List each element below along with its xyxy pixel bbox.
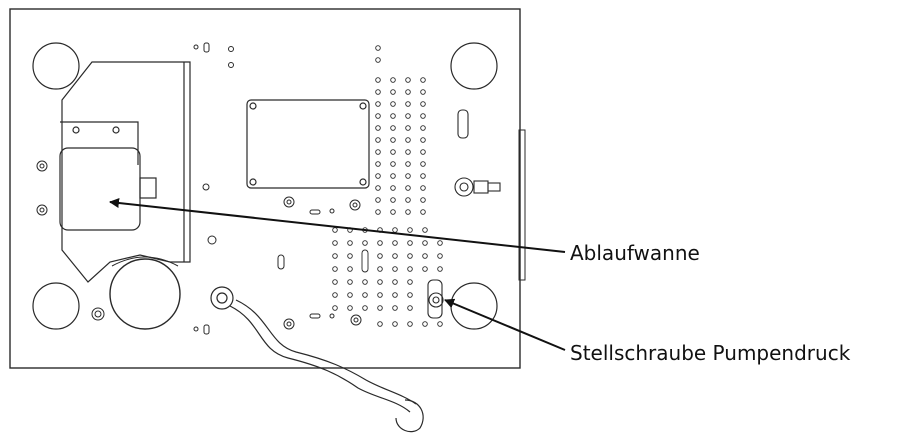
pump-motor [109, 258, 181, 330]
drain-pan-label: Ablaufwanne [570, 241, 700, 265]
corner-foot-tl [32, 42, 80, 90]
side-nuts [36, 160, 105, 321]
vent-grid-upper [375, 45, 426, 215]
drain-hose [210, 286, 424, 433]
drain-pan-housing [59, 61, 191, 283]
drain-pan-callout-arrow [109, 198, 566, 253]
mounting-holes [193, 42, 362, 335]
pressure-adjust-screw [427, 279, 444, 319]
base-plate [9, 8, 521, 369]
cover-plate [246, 99, 370, 189]
side-bracket [518, 129, 526, 281]
vent-grid-lower [332, 227, 443, 327]
pressure-fitting [454, 109, 501, 197]
pump-pressure-screw-label: Stellschraube Pumpendruck [570, 341, 851, 365]
corner-foot-bl [32, 282, 80, 330]
screw-callout-arrow [444, 298, 566, 351]
corner-foot-tr [450, 42, 498, 90]
